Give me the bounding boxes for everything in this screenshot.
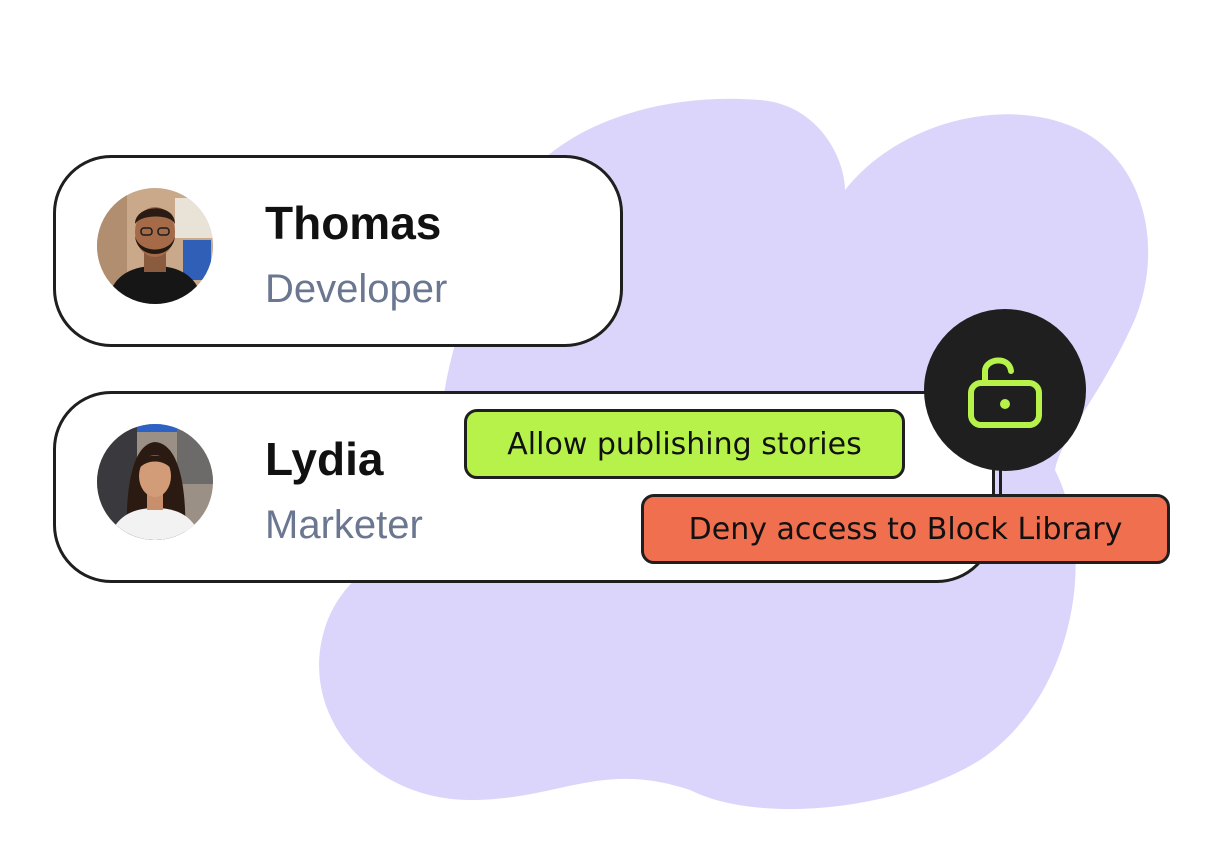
lock-toggle[interactable]: [924, 309, 1086, 471]
user-name: Thomas: [265, 197, 442, 249]
user-role: Marketer: [265, 503, 423, 547]
person-photo-icon: [97, 424, 213, 540]
deny-permission-badge[interactable]: Deny access to Block Library: [641, 494, 1170, 564]
allow-permission-badge[interactable]: Allow publishing stories: [464, 409, 905, 479]
user-role: Developer: [265, 267, 448, 311]
user-name: Lydia: [265, 433, 384, 485]
connector-line: [999, 460, 1002, 504]
avatar: [97, 424, 213, 540]
user-card-thomas[interactable]: Thomas Developer: [53, 155, 623, 347]
person-photo-icon: [97, 188, 213, 304]
unlocked-padlock-icon: [968, 357, 1042, 428]
avatar: [97, 188, 213, 304]
